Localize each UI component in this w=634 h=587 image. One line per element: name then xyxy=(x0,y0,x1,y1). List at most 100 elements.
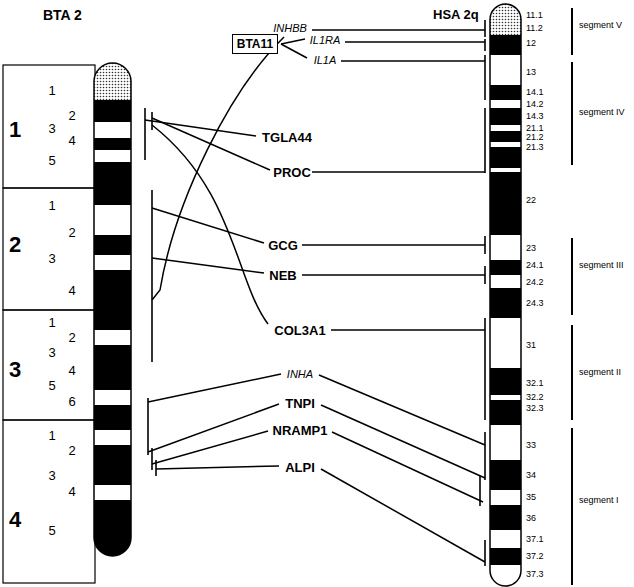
leader-line xyxy=(148,404,279,452)
band-number: 1 xyxy=(48,316,55,329)
band-number: 37.1 xyxy=(526,535,544,544)
band-number: 13 xyxy=(526,68,536,77)
band-number: 23 xyxy=(526,244,536,253)
band-number: 1 xyxy=(48,429,55,442)
band-number: 3 xyxy=(48,346,55,359)
band-number: 32.1 xyxy=(526,379,544,388)
dark-band xyxy=(490,260,521,275)
segment-label: segment III xyxy=(579,261,624,270)
dark-band xyxy=(94,270,131,330)
dark-band xyxy=(94,345,131,390)
band-number: 32.2 xyxy=(526,393,544,402)
band-number: 5 xyxy=(48,154,55,167)
dark-band xyxy=(490,368,521,395)
segment-bar xyxy=(571,325,573,420)
leader-line xyxy=(341,60,485,62)
chromosome-name: BTA 2 xyxy=(43,8,82,22)
band-number: 4 xyxy=(68,134,75,147)
band-number: 3 xyxy=(48,469,55,482)
chromosome-bands xyxy=(490,4,521,586)
band-number: 21.2 xyxy=(526,133,544,142)
dark-band xyxy=(94,500,131,556)
dark-band xyxy=(490,147,521,168)
band-number: 35 xyxy=(526,493,536,502)
band-number: 21.3 xyxy=(526,143,544,152)
dark-band xyxy=(94,235,131,255)
band-number: 36 xyxy=(526,514,536,523)
chromosome: HSA 2q xyxy=(489,3,522,587)
map-ticks xyxy=(145,20,485,566)
gene-label: IL1RA xyxy=(310,35,341,46)
region-box xyxy=(3,188,95,310)
band-number: 33 xyxy=(526,441,536,450)
leader-line xyxy=(281,44,307,58)
map-tick xyxy=(484,108,486,173)
region-number: 1 xyxy=(9,119,21,141)
dark-band xyxy=(490,131,521,142)
band-number: 22 xyxy=(526,196,536,205)
dark-band xyxy=(490,172,521,235)
chromosome: BTA 2 xyxy=(93,62,132,557)
gene-label: IL1A xyxy=(314,55,337,66)
band-number: 5 xyxy=(48,524,55,537)
dark-band xyxy=(490,35,521,55)
leader-line xyxy=(332,432,483,502)
band-number: 21.1 xyxy=(526,124,544,133)
gene-label: COL3A1 xyxy=(274,324,325,337)
leader-line xyxy=(312,29,485,31)
dark-band xyxy=(94,138,131,150)
light-band xyxy=(490,4,521,586)
leader-line xyxy=(152,431,268,464)
chromosome-outline xyxy=(490,4,521,586)
leader-line xyxy=(302,244,485,246)
leader-line xyxy=(312,171,485,173)
light-band xyxy=(94,63,131,556)
segment-label: segment V xyxy=(579,21,622,30)
segment-label: segment II xyxy=(579,368,621,377)
leader-line xyxy=(321,469,485,562)
band-number: 37.3 xyxy=(526,570,544,579)
gene-label: TNPI xyxy=(285,397,315,410)
map-tick xyxy=(147,398,149,455)
dark-band xyxy=(94,445,131,485)
band-number: 5 xyxy=(48,379,55,392)
leader-line xyxy=(156,466,279,469)
dark-band xyxy=(490,548,521,565)
homology-lines xyxy=(145,30,485,562)
band-number: 34 xyxy=(526,471,536,480)
band-number: 14.1 xyxy=(526,88,544,97)
region-number: 2 xyxy=(9,234,21,256)
gene-label: TGLA44 xyxy=(262,131,312,144)
segment-bars xyxy=(571,8,573,585)
band-number: 4 xyxy=(68,485,75,498)
gene-label: PROC xyxy=(273,166,311,179)
region-box xyxy=(3,420,95,583)
band-number: 12 xyxy=(526,39,536,48)
band-number: 37.2 xyxy=(526,552,544,561)
leader-curve xyxy=(152,37,284,300)
chromosome-ideogram xyxy=(93,62,132,557)
gene-label: GCG xyxy=(268,239,298,252)
band-number: 32.3 xyxy=(526,404,544,413)
chromosome-name: HSA 2q xyxy=(433,8,479,21)
leader-line xyxy=(302,274,485,276)
leader-line xyxy=(331,329,485,331)
segment-bar xyxy=(571,428,573,585)
gene-label: INHA xyxy=(287,369,313,380)
map-tick xyxy=(484,432,486,480)
band-number: 3 xyxy=(48,252,55,265)
band-number: 14.2 xyxy=(526,100,544,109)
band-number: 24.2 xyxy=(526,278,544,287)
band-number: 11.2 xyxy=(526,24,543,33)
dark-band xyxy=(490,108,521,125)
chromosome-box: BTA11 xyxy=(232,34,278,54)
band-number: 4 xyxy=(68,364,75,377)
leader-line xyxy=(321,405,485,478)
chromosome-bands xyxy=(94,63,131,556)
leader-curve xyxy=(152,125,268,324)
gene-label: INHBB xyxy=(273,23,307,34)
band-number: 11.1 xyxy=(526,11,543,20)
band-number: 6 xyxy=(68,395,75,408)
region-box xyxy=(3,310,95,420)
leader-line xyxy=(345,41,485,43)
